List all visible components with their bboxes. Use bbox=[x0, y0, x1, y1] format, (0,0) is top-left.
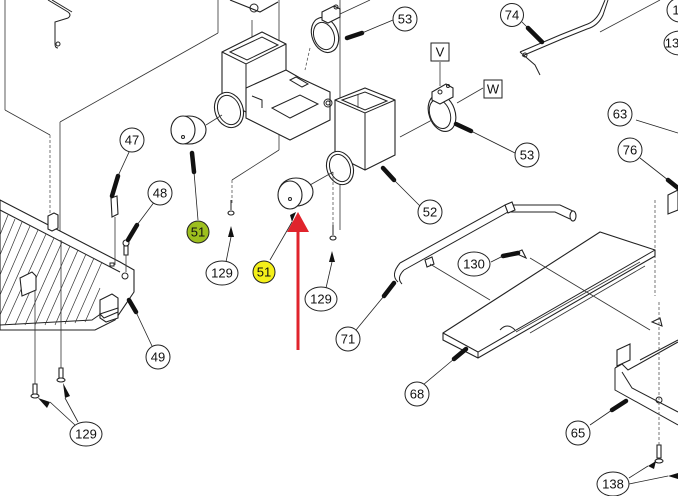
callout-74: 74 bbox=[500, 3, 524, 27]
box-label-v-text: V bbox=[436, 45, 445, 60]
callout-47: 47 bbox=[119, 127, 145, 153]
clamp-ring-mid bbox=[399, 62, 484, 138]
callout-51-green-label: 51 bbox=[191, 225, 205, 240]
pin-48 bbox=[122, 239, 130, 272]
callout-53-top: 53 bbox=[392, 6, 418, 32]
callout-129-a-label: 129 bbox=[211, 266, 233, 281]
guide-rod-71 bbox=[394, 201, 577, 301]
callout-52: 52 bbox=[417, 199, 443, 225]
callout-138: 138 bbox=[596, 471, 630, 496]
callout-71-label: 71 bbox=[341, 332, 355, 347]
callout-71: 71 bbox=[335, 326, 361, 352]
callout-48-label: 48 bbox=[153, 186, 167, 201]
left-tray bbox=[0, 199, 135, 385]
callout-53-mid: 53 bbox=[514, 142, 540, 168]
leader-bars bbox=[109, 25, 678, 413]
callout-129-a: 129 bbox=[205, 260, 239, 286]
screw-center-left bbox=[227, 200, 235, 237]
callout-68-label: 68 bbox=[410, 387, 424, 402]
callout-65-label: 65 bbox=[571, 426, 585, 441]
callout-51-yellow-label: 51 bbox=[257, 265, 271, 280]
callout-13x: 13 bbox=[663, 30, 678, 56]
callout-47-label: 47 bbox=[125, 133, 139, 148]
callout-74-label: 74 bbox=[505, 8, 519, 23]
roller-right bbox=[277, 177, 314, 210]
box-label-w-text: W bbox=[487, 82, 500, 97]
callout-1x: 1 bbox=[666, 0, 678, 23]
callout-49: 49 bbox=[145, 344, 171, 370]
bent-wire-74 bbox=[519, 0, 661, 76]
callout-51-yellow: 51 bbox=[252, 260, 276, 284]
callout-1x-label: 1 bbox=[672, 3, 678, 18]
slider-plate-68 bbox=[442, 231, 656, 359]
leader-lines bbox=[49, 19, 678, 485]
callout-129-c-label: 129 bbox=[75, 427, 97, 442]
roller-left bbox=[170, 115, 207, 145]
clamp-ring-top bbox=[304, 0, 371, 71]
right-side-frame bbox=[654, 189, 678, 296]
callout-53-mid-label: 53 bbox=[520, 148, 534, 163]
callout-76-label: 76 bbox=[623, 143, 637, 158]
callout-13x-label: 13 bbox=[665, 36, 678, 51]
callout-51-green: 51 bbox=[186, 220, 210, 244]
central-bracket bbox=[205, 31, 396, 186]
screws-bottom-left bbox=[30, 367, 70, 408]
box-label-w: W bbox=[483, 79, 503, 99]
callout-63: 63 bbox=[607, 101, 633, 127]
callout-129-c: 129 bbox=[69, 421, 103, 447]
screw-center-right bbox=[329, 170, 337, 262]
callout-63-label: 63 bbox=[613, 107, 627, 122]
callout-76: 76 bbox=[617, 137, 643, 163]
callout-129-b: 129 bbox=[304, 286, 338, 312]
callout-130: 130 bbox=[457, 251, 491, 277]
callout-130-label: 130 bbox=[463, 257, 485, 272]
callout-129-b-label: 129 bbox=[310, 292, 332, 307]
callout-48: 48 bbox=[147, 180, 173, 206]
bent-rod-top-left bbox=[47, 0, 73, 49]
red-arrow-annotation bbox=[287, 212, 309, 350]
red-arrow-head-icon bbox=[287, 212, 309, 232]
pin-47 bbox=[110, 195, 119, 265]
box-label-v: V bbox=[430, 42, 450, 62]
callout-49-label: 49 bbox=[151, 350, 165, 365]
callout-53-top-label: 53 bbox=[398, 12, 412, 27]
callout-52-label: 52 bbox=[423, 205, 437, 220]
callout-65: 65 bbox=[565, 420, 591, 446]
bottom-right-frame bbox=[614, 302, 678, 479]
callout-138-label: 138 bbox=[602, 477, 624, 492]
callout-68: 68 bbox=[404, 381, 430, 407]
